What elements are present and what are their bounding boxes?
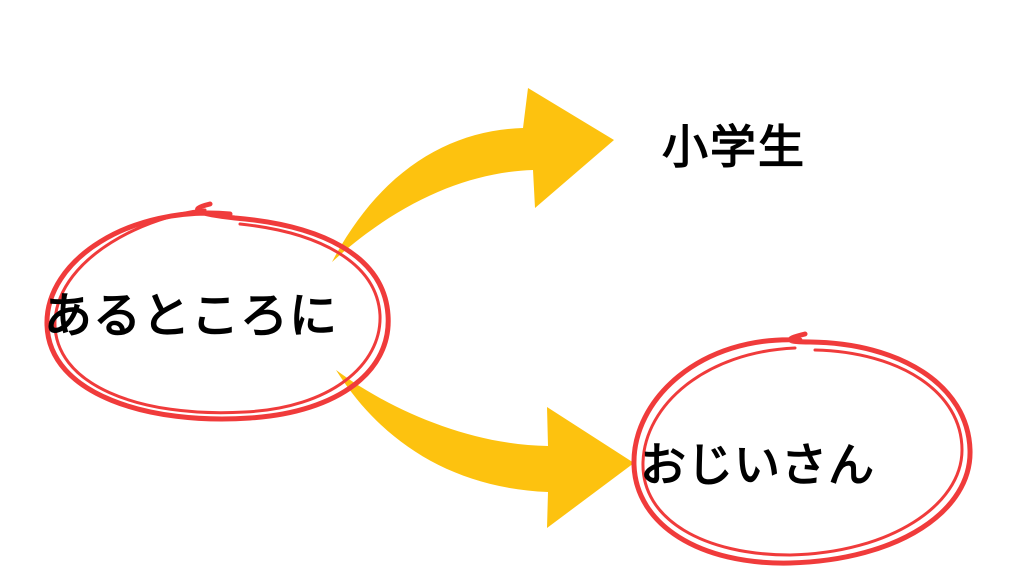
- node-top-label: 小学生: [662, 120, 806, 174]
- arrow-to-top: [332, 88, 614, 262]
- node-bottom-label: おじいさん: [640, 438, 875, 492]
- node-source-label: あるところに: [44, 288, 339, 344]
- arrow-to-bottom: [336, 370, 634, 528]
- target-bottom-circle: [631, 331, 973, 566]
- source-circle: [44, 201, 391, 422]
